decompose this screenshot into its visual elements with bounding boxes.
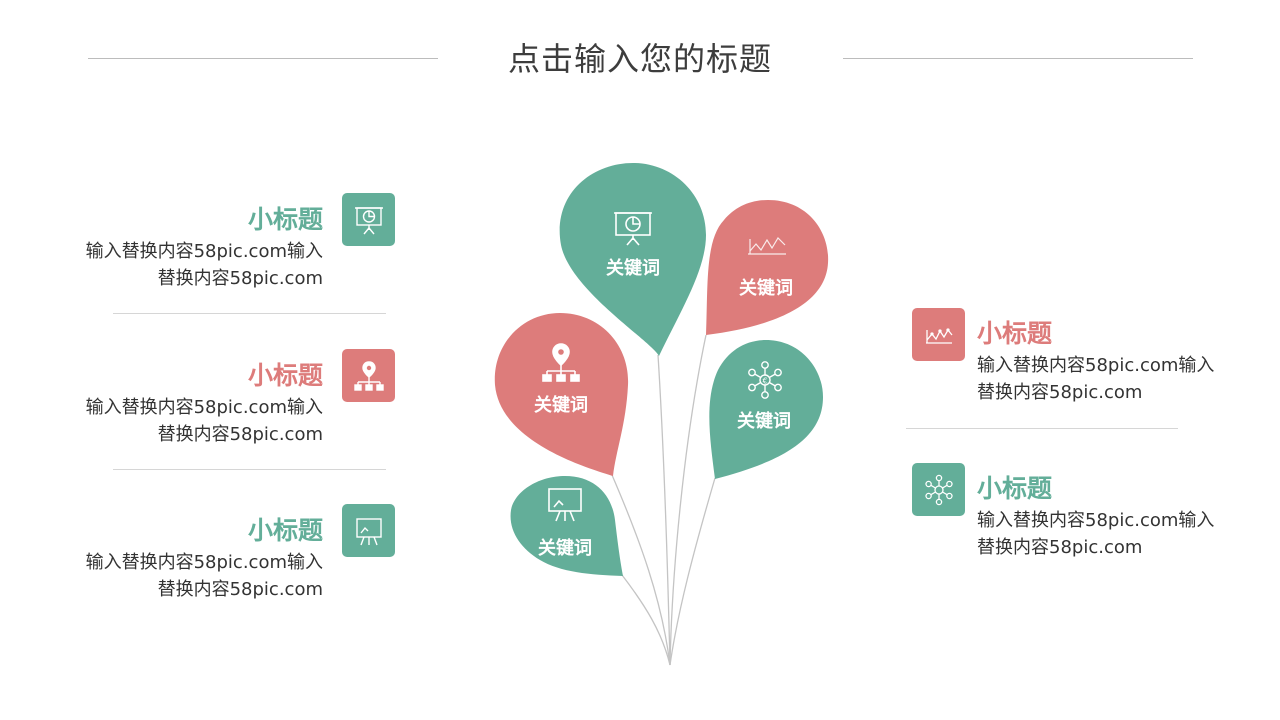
page-title[interactable]: 点击输入您的标题 bbox=[507, 40, 772, 78]
right-item-2-desc: 输入替换内容58pic.com输入替换内容58pic.com bbox=[977, 510, 1215, 558]
location-network-icon bbox=[342, 349, 395, 402]
balloon-5[interactable]: 关键词 bbox=[510, 476, 623, 576]
right-item-1: 小标题 输入替换内容58pic.com输入替换内容58pic.com bbox=[912, 306, 1214, 416]
left-item-1-subtitle: 小标题 bbox=[247, 205, 323, 234]
balloon-2-shape bbox=[706, 200, 829, 335]
balloon-5-label: 关键词 bbox=[538, 537, 592, 559]
balloon-4[interactable]: 关键词 bbox=[709, 340, 823, 479]
left-divider-2 bbox=[113, 469, 386, 470]
right-divider-1 bbox=[906, 428, 1178, 429]
left-item-1-desc: 输入替换内容58pic.com输入替换内容58pic.com bbox=[85, 241, 323, 289]
left-item-3-desc: 输入替换内容58pic.com输入替换内容58pic.com bbox=[85, 552, 323, 600]
left-item-2: 小标题 输入替换内容58pic.com输入替换内容58pic.com bbox=[86, 346, 395, 456]
balloon-5-shape bbox=[510, 476, 623, 576]
balloon-2[interactable]: 关键词 bbox=[706, 200, 829, 335]
left-item-3: 小标题 输入替换内容58pic.com输入替换内容58pic.com bbox=[86, 501, 395, 611]
balloon-3-shape bbox=[494, 313, 629, 476]
balloon-3-label: 关键词 bbox=[534, 394, 588, 416]
balloon-1-label: 关键词 bbox=[606, 257, 660, 279]
left-item-3-subtitle: 小标题 bbox=[247, 516, 323, 545]
balloon-strings bbox=[611, 334, 716, 666]
title-line-right bbox=[843, 58, 1193, 59]
left-item-1: 小标题 输入替换内容58pic.com输入替换内容58pic.com bbox=[86, 190, 395, 300]
line-chart-icon bbox=[912, 308, 965, 361]
left-divider-1 bbox=[113, 313, 386, 314]
balloon-1[interactable]: 关键词 bbox=[559, 163, 706, 356]
balloon-4-label: 关键词 bbox=[737, 410, 791, 432]
balloon-4-shape bbox=[709, 340, 823, 479]
left-item-2-subtitle: 小标题 bbox=[247, 361, 323, 390]
molecule-network-icon bbox=[912, 463, 965, 516]
right-item-2-subtitle: 小标题 bbox=[977, 474, 1053, 503]
right-item-2: 小标题 输入替换内容58pic.com输入替换内容58pic.com bbox=[912, 461, 1214, 571]
balloon-1-shape bbox=[559, 163, 706, 356]
easel-icon bbox=[342, 504, 395, 557]
title-line-left bbox=[88, 58, 438, 59]
balloon-2-label: 关键词 bbox=[739, 277, 793, 299]
balloon-3[interactable]: 关键词 bbox=[494, 313, 629, 476]
presentation-chart-icon bbox=[342, 193, 395, 246]
right-item-1-desc: 输入替换内容58pic.com输入替换内容58pic.com bbox=[977, 355, 1215, 403]
right-item-1-subtitle: 小标题 bbox=[977, 319, 1053, 348]
left-item-2-desc: 输入替换内容58pic.com输入替换内容58pic.com bbox=[85, 397, 323, 445]
